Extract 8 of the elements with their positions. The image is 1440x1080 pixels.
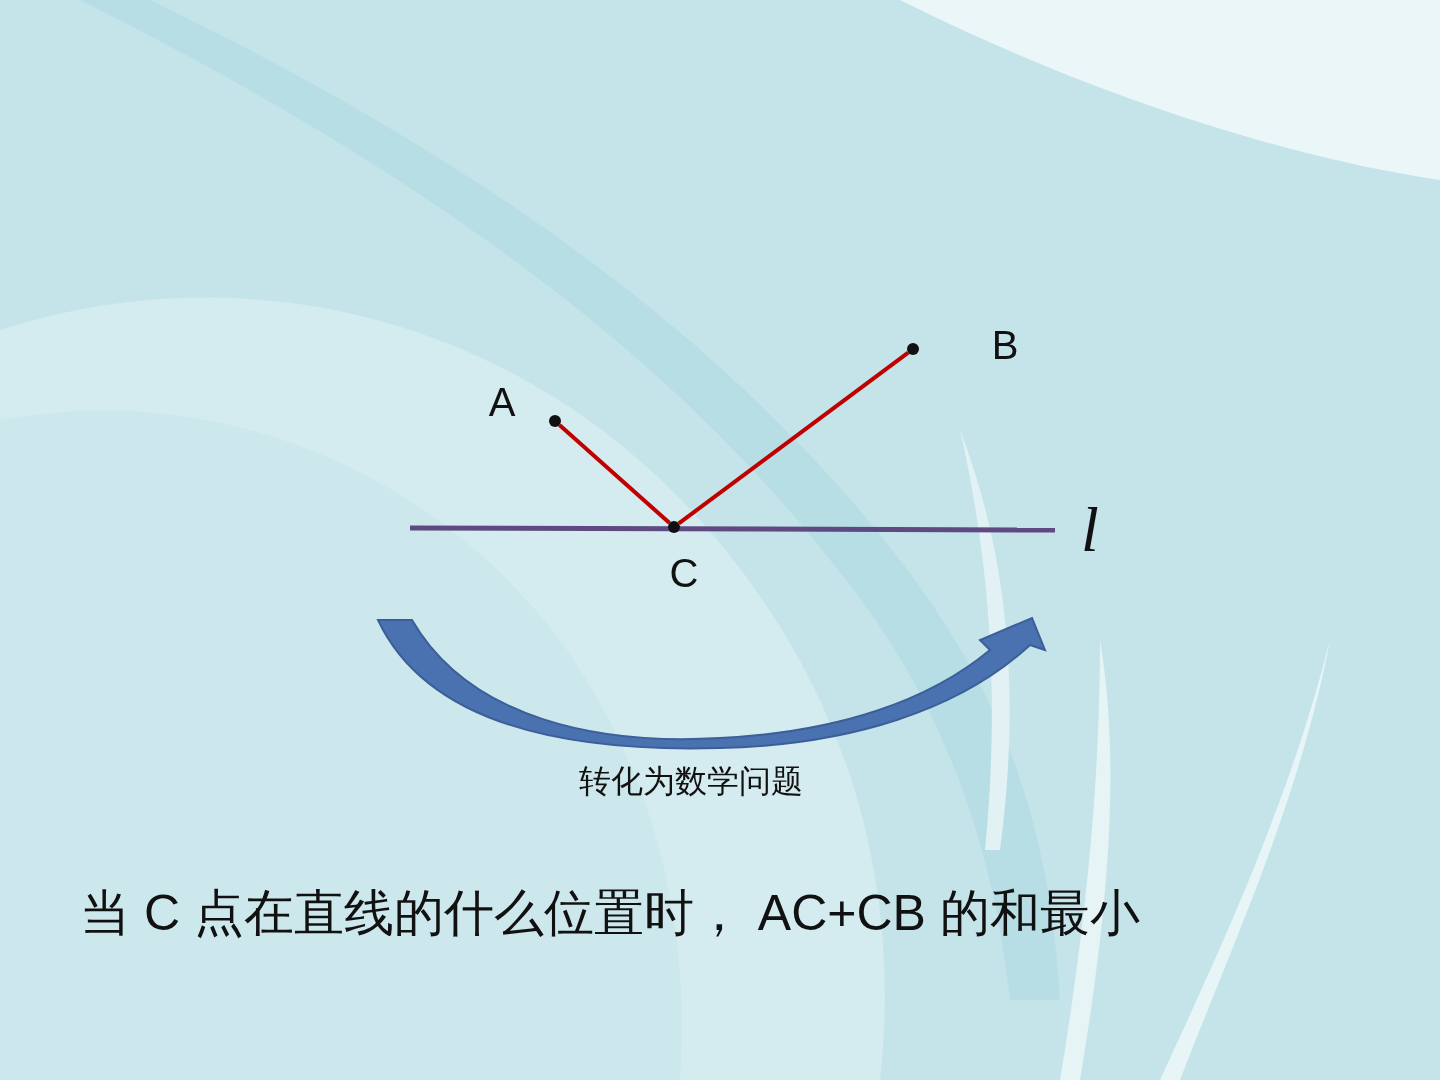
point-label: B: [991, 325, 1019, 365]
line-segment: [677, 350, 910, 526]
line-segment: [558, 423, 671, 525]
question-text: 当 C 点在直线的什么位置时， AC+CB 的和最小: [80, 888, 1140, 938]
line-label: l: [1081, 498, 1099, 562]
arrow-caption: 转化为数学问题: [579, 765, 803, 797]
point-label: A: [488, 382, 516, 422]
point-label: C: [669, 553, 699, 593]
